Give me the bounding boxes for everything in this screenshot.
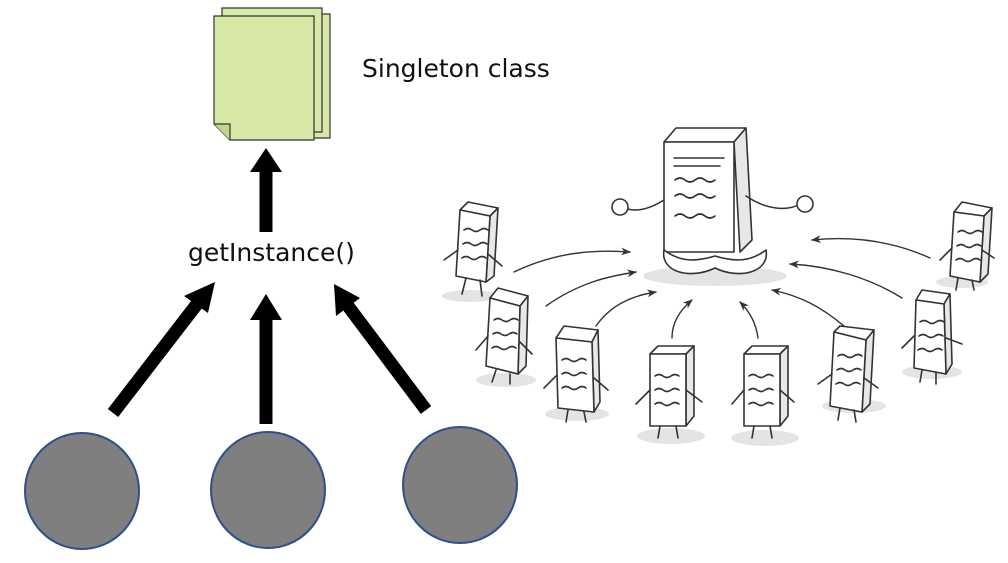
client-circle-icon	[402, 426, 518, 544]
arrow-up-icon	[250, 294, 282, 424]
client-figure	[443, 201, 503, 297]
client-figure	[475, 287, 533, 385]
singleton-class-label: Singleton class	[362, 54, 550, 83]
arrow-up-icon	[107, 282, 215, 417]
client-figure	[817, 325, 879, 423]
arrow-up-icon	[250, 148, 282, 232]
client-circle-icon	[24, 432, 140, 550]
client-figure	[543, 325, 609, 423]
central-document-figure	[611, 127, 814, 275]
document-stack-icon	[213, 7, 331, 141]
get-instance-label: getInstance()	[188, 238, 355, 267]
client-figure	[635, 345, 703, 439]
arrow-up-icon	[334, 284, 432, 414]
client-circles	[24, 426, 518, 550]
client-circle-icon	[210, 431, 326, 549]
singleton-cartoon-illustration	[442, 127, 995, 446]
client-figure	[939, 201, 995, 291]
client-figure	[731, 345, 795, 439]
client-figure	[901, 289, 963, 385]
client-arrows	[107, 282, 432, 424]
curved-arrows	[513, 235, 931, 339]
